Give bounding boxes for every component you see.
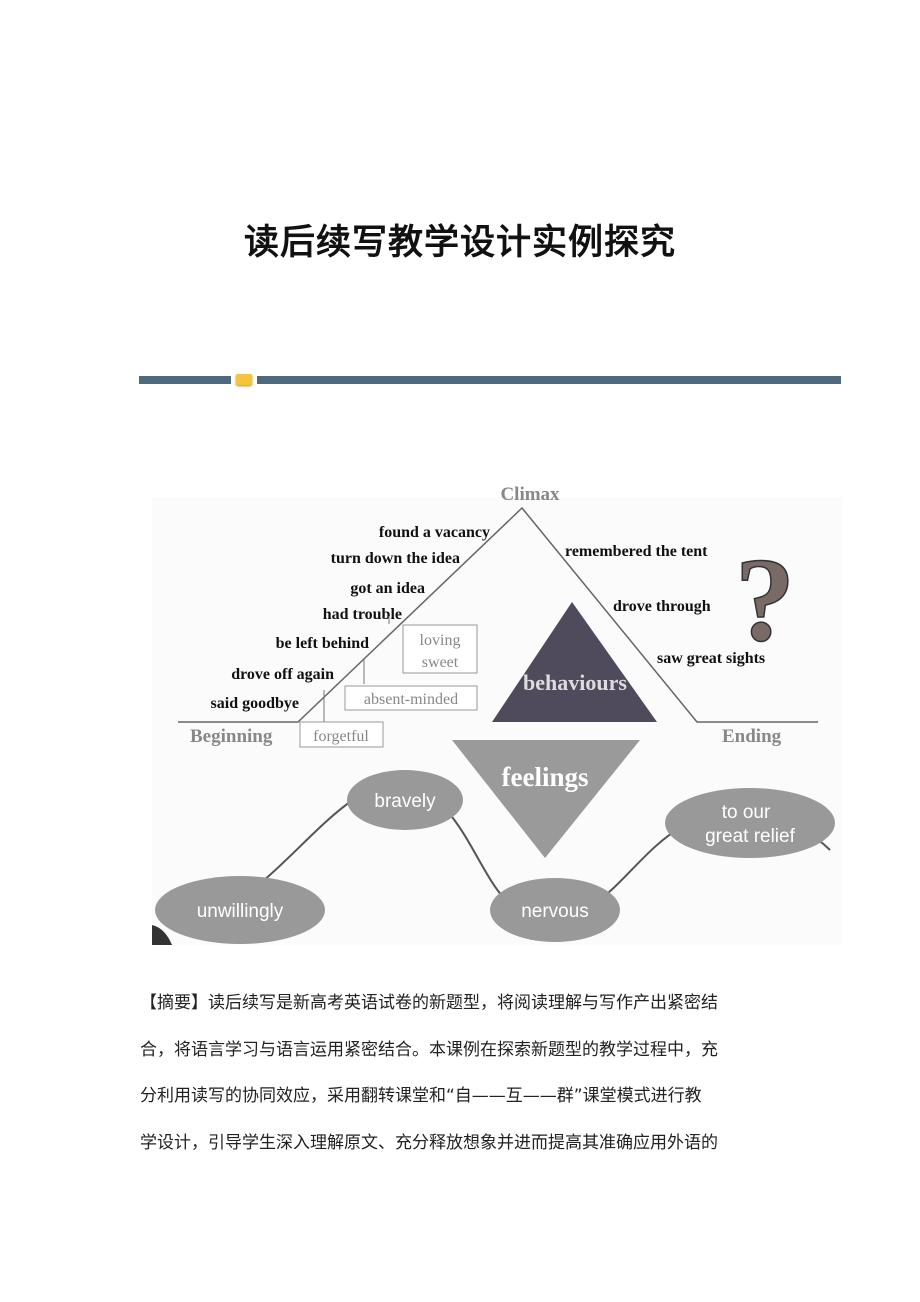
abstract-line: 【摘要】读后续写是新高考英语试卷的新题型，将阅读理解与写作产出紧密结 (140, 993, 718, 1013)
event-label: drove through (613, 598, 711, 615)
trait-label: absent-minded (364, 691, 458, 708)
event-label: got an idea (350, 580, 425, 597)
abstract-line: 学设计，引导学生深入理解原文、充分释放想象并进而提高其准确应用外语的 (140, 1132, 718, 1153)
event-label: had trouble (323, 606, 402, 623)
beginning-label: Beginning (190, 726, 273, 747)
abstract-line: 分利用读写的协同效应，采用翻转课堂和“自——互——群”课堂模式进行教 (140, 1086, 702, 1106)
emotion-ellipse (490, 878, 620, 942)
trait-box (299, 721, 384, 748)
trait-label: sweet (422, 654, 459, 671)
event-label: saw great sights (657, 650, 765, 667)
divider-right (257, 376, 841, 384)
trait-box (402, 624, 478, 674)
event-label: said goodbye (211, 695, 299, 712)
emotion-label: to our (722, 802, 771, 823)
trait-label: forgetful (313, 728, 369, 745)
emotion-label: bravely (374, 791, 436, 812)
divider-badge-icon (236, 374, 252, 385)
feelings-triangle (452, 740, 640, 858)
plot-diagram: feelings Climax Beginning Ending behavio… (152, 484, 835, 945)
emotion-label: unwillingly (197, 901, 284, 922)
abstract-paragraph: 【摘要】读后续写是新高考英语试卷的新题型，将阅读理解与写作产出紧密结 合，将语言… (140, 980, 780, 1166)
event-label: be left behind (276, 635, 369, 652)
question-mark-icon: ? (735, 533, 795, 666)
document-title: 读后续写教学设计实例探究 (243, 222, 676, 263)
behaviours-triangle (492, 602, 657, 722)
emotion-ellipse (665, 788, 835, 858)
event-label: found a vacancy (379, 524, 490, 541)
emotion-label: great relief (705, 826, 795, 847)
emotion-ellipse (347, 770, 463, 830)
event-label: remembered the tent (565, 543, 708, 560)
abstract-line: 合，将语言学习与语言运用紧密结合。本课例在探索新题型的教学过程中，充 (140, 1039, 718, 1060)
event-label: drove off again (231, 666, 334, 683)
trait-box (344, 685, 478, 711)
climax-label: Climax (500, 484, 560, 505)
event-label: turn down the idea (331, 550, 460, 567)
trait-label: loving (420, 632, 461, 649)
plot-line (178, 506, 818, 723)
behaviours-label: behaviours (523, 670, 627, 695)
emotion-label: nervous (521, 901, 589, 922)
feelings-label: feelings (502, 762, 589, 792)
divider-left (139, 376, 231, 384)
emotion-ellipse (155, 876, 325, 944)
ending-label: Ending (722, 726, 782, 747)
